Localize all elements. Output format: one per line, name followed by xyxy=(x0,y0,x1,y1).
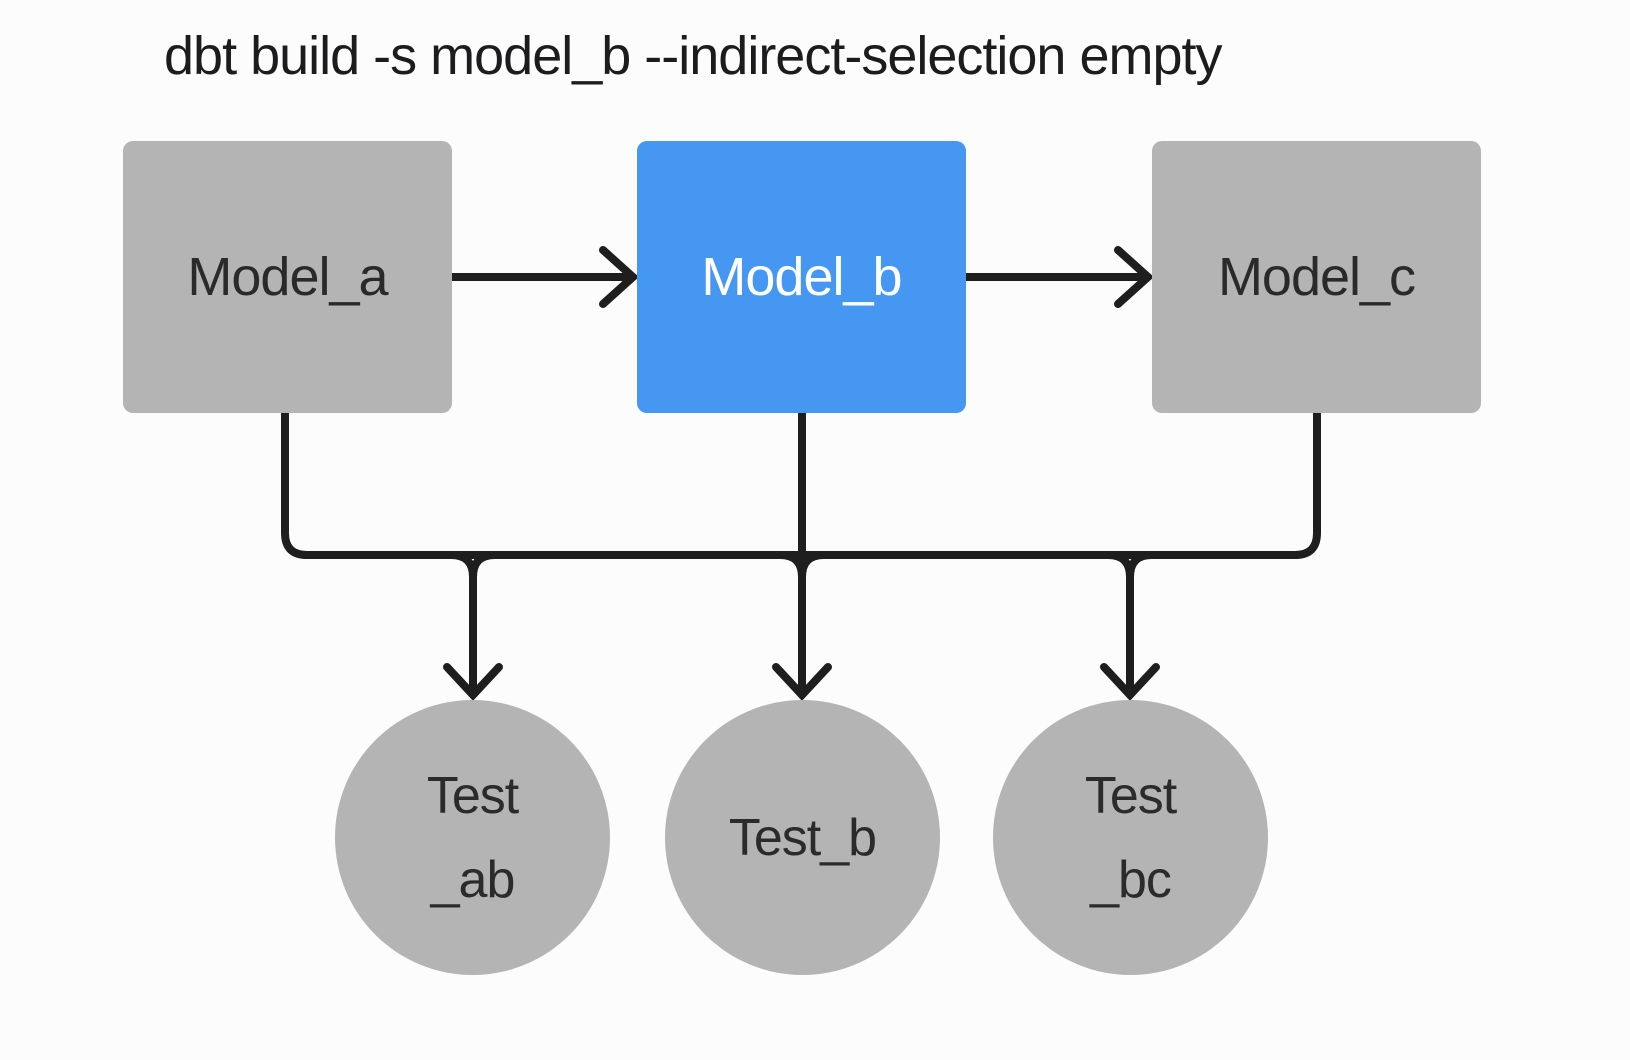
node-test-bc: Test _bc xyxy=(993,700,1268,975)
node-test-ab-label-line2: _ab xyxy=(430,850,516,909)
edge-drop-test-bc xyxy=(1104,551,1156,694)
edge-drop-test-ab xyxy=(447,551,499,694)
node-model-c-label: Model_c xyxy=(1217,247,1416,307)
node-test-ab-label-line1: Test xyxy=(426,766,519,825)
node-model-a-label: Model_a xyxy=(187,247,388,307)
arrowhead-test-ab xyxy=(443,663,503,701)
node-model-a: Model_a xyxy=(123,141,452,413)
node-test-b: Test_b xyxy=(665,700,940,975)
diagram-title: dbt build -s model_b --indirect-selectio… xyxy=(164,26,1222,86)
node-model-b-label: Model_b xyxy=(701,247,902,307)
arrowhead-test-b xyxy=(772,663,832,701)
edge-model-b-to-model-c xyxy=(962,246,1154,308)
edge-model-a-to-model-b xyxy=(448,246,639,308)
arrowhead-test-bc xyxy=(1100,663,1160,701)
node-model-b-selected: Model_b xyxy=(637,141,966,413)
edge-bus-rail xyxy=(281,409,1321,559)
node-test-ab: Test _ab xyxy=(335,700,610,975)
edge-drop-test-b xyxy=(776,409,828,694)
node-test-bc-label-line2: _bc xyxy=(1090,850,1172,909)
node-model-c: Model_c xyxy=(1152,141,1481,413)
node-test-bc-label-line1: Test xyxy=(1084,766,1177,825)
node-test-b-label: Test_b xyxy=(728,808,877,867)
